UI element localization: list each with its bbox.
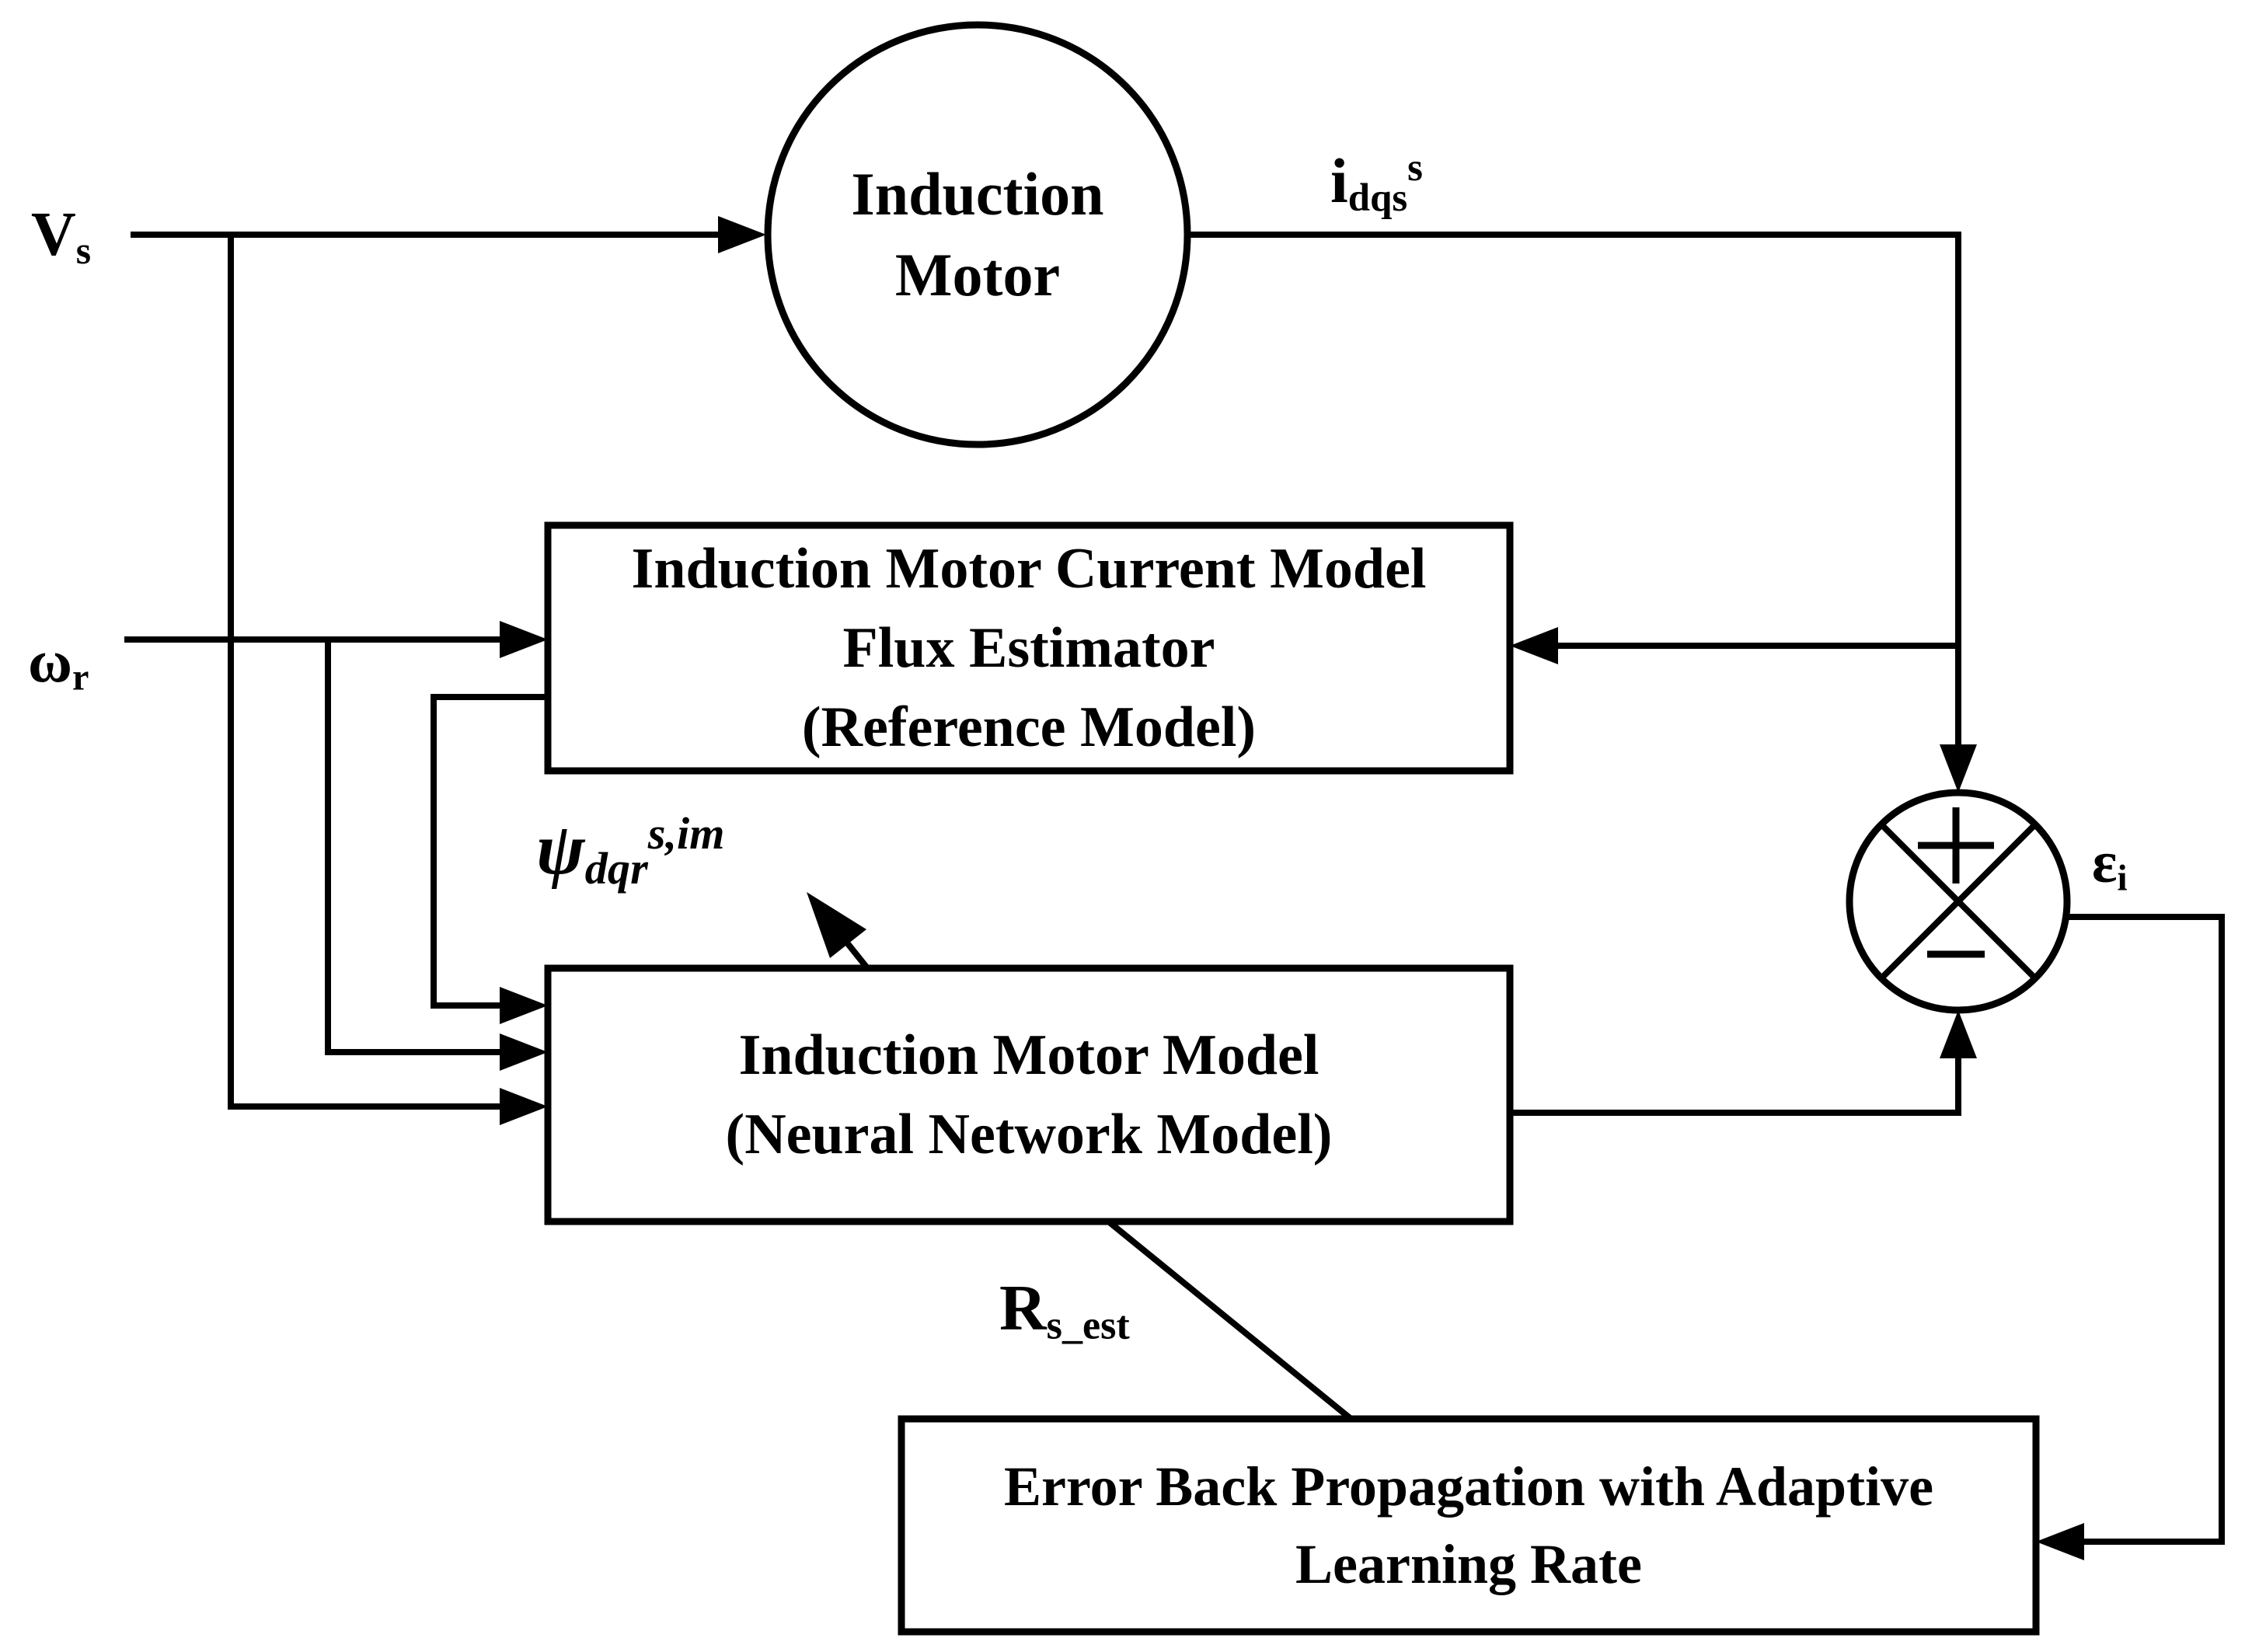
error-signal-line	[2067, 914, 2225, 1545]
error-backprop-label: Error Back Propagation with Adaptive Lea…	[1003, 1455, 1934, 1595]
arrowhead-vs-into-motor	[718, 216, 766, 253]
arrowhead-omega-into-reference	[500, 621, 548, 658]
vs-signal-label: Vs	[31, 200, 92, 272]
omega-r-branch-line	[325, 640, 504, 1055]
reference-model-box	[544, 521, 1514, 775]
rs-est-line	[1104, 1217, 1355, 1424]
neural-network-model-label: Induction Motor Model (Neural Network Mo…	[725, 1023, 1333, 1166]
vs-branch-line	[228, 235, 504, 1110]
induction-motor-circle	[764, 21, 1191, 448]
arrowhead-psi-annotation	[807, 892, 866, 958]
nn-output-line	[1510, 1054, 1961, 1116]
arrowhead-error-into-ebp	[2036, 1523, 2084, 1560]
arrowhead-vs-into-nn	[500, 1088, 548, 1125]
error-backprop-box	[898, 1415, 2040, 1636]
arrowhead-omega-into-nn	[500, 1033, 548, 1071]
arrowhead-into-junction-bottom	[1940, 1010, 1977, 1058]
junction-cross-line-2	[1879, 822, 2038, 981]
psi-dqr-signal-label: ψdqrs,im	[536, 808, 725, 894]
i-dqs-signal-label: idqss	[1330, 145, 1423, 220]
omega-r-signal-label: ωr	[28, 627, 89, 699]
arrowhead-flux-into-nn	[500, 987, 548, 1024]
epsilon-i-signal-label: εi	[2092, 830, 2128, 899]
rs-est-signal-label: Rs_est	[999, 1272, 1130, 1348]
summing-junction	[1846, 789, 2071, 1014]
induction-motor-label: Induction Motor	[851, 160, 1104, 308]
reference-model-label: Induction Motor Current Model Flux Estim…	[631, 537, 1427, 759]
neural-network-model-box	[544, 964, 1514, 1225]
arrowhead-into-junction-top	[1940, 744, 1977, 793]
plus-sign	[1918, 807, 1994, 884]
arrowhead-current-into-reference	[1510, 627, 1558, 664]
motor-output-line	[1187, 232, 1961, 748]
flux-feedback-line	[431, 694, 548, 1009]
